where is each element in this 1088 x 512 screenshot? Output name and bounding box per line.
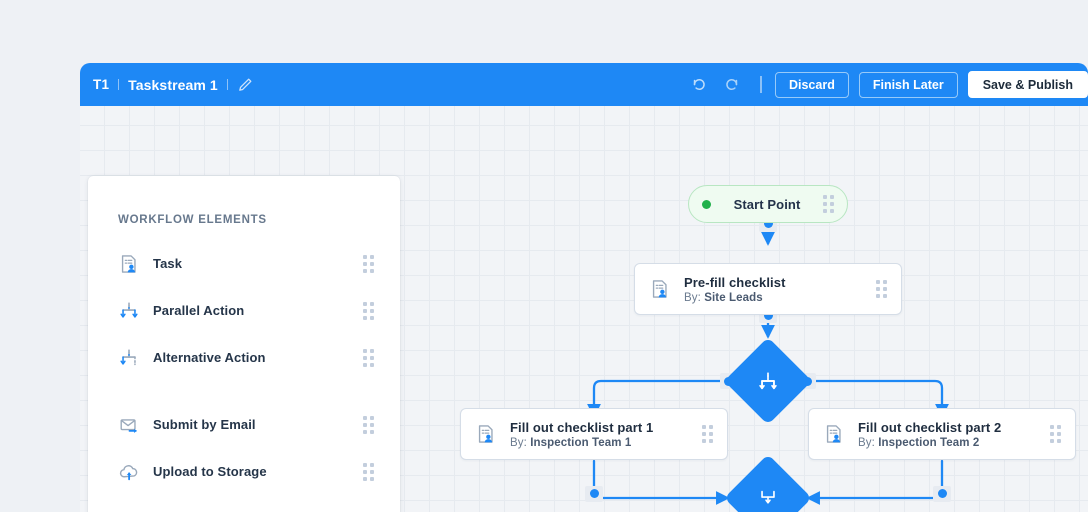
task-text: Pre-fill checklist By: Site Leads: [684, 275, 786, 304]
sidebar-item-label: Upload to Storage: [153, 464, 267, 479]
task-title: Fill out checklist part 1: [510, 419, 654, 435]
task-assignee: By: Inspection Team 1: [510, 437, 653, 449]
port-task-left-out[interactable]: [589, 489, 599, 498]
drag-handle-icon[interactable]: [823, 195, 834, 213]
node-prefill-checklist[interactable]: Pre-fill checklist By: Site Leads: [634, 263, 902, 315]
email-submit-icon: [118, 413, 144, 437]
diamond-shape: [724, 337, 812, 425]
drag-handle-icon[interactable]: [363, 348, 374, 367]
assignee-name: Inspection Team 1: [530, 436, 632, 449]
task-person-icon: [649, 278, 673, 300]
page-title[interactable]: Taskstream 1: [128, 76, 218, 93]
sidebar-item-task[interactable]: Task: [88, 240, 400, 287]
app-header: T1 Taskstream 1: [80, 63, 1088, 106]
node-start-point[interactable]: Start Point: [688, 185, 848, 223]
sidebar-item-label: Submit by Email: [153, 417, 256, 432]
discard-button[interactable]: Discard: [774, 71, 849, 98]
sidebar-item-submit-by-email[interactable]: Submit by Email: [88, 401, 400, 448]
diamond-shape: [724, 454, 812, 512]
workflow-canvas[interactable]: Start Point Pre-fill checklist: [80, 106, 1088, 512]
task-text: Fill out checklist part 2 By: Inspection…: [858, 420, 1001, 449]
task-person-icon: [118, 252, 144, 276]
sidebar-item-parallel-action[interactable]: Parallel Action: [88, 287, 400, 334]
task-person-icon: [475, 423, 499, 445]
drag-handle-icon[interactable]: [363, 254, 374, 273]
breadcrumb: T1 Taskstream 1: [93, 76, 254, 93]
header-actions: Discard Finish Later Save & Publish: [681, 68, 1088, 102]
header-divider: [760, 76, 762, 93]
finish-later-button[interactable]: Finish Later: [858, 71, 958, 98]
node-parallel-split[interactable]: [724, 337, 812, 425]
status-dot-icon: [702, 199, 711, 209]
breadcrumb-divider-2: [226, 79, 228, 90]
task-title: Pre-fill checklist: [684, 274, 786, 290]
parallel-action-icon: [118, 299, 144, 323]
redo-icon[interactable]: [715, 68, 749, 102]
by-prefix: By:: [510, 436, 527, 449]
sidebar-item-alternative-action[interactable]: Alternative Action: [88, 334, 400, 381]
sidebar-item-label: Alternative Action: [153, 350, 266, 365]
save-publish-button[interactable]: Save & Publish: [967, 71, 1088, 98]
undo-icon[interactable]: [681, 68, 715, 102]
drag-handle-icon[interactable]: [876, 280, 887, 298]
drag-handle-icon[interactable]: [363, 415, 374, 434]
port-prefill-out[interactable]: [763, 311, 773, 320]
app-window: T1 Taskstream 1: [80, 63, 1088, 512]
by-prefix: By:: [858, 436, 875, 449]
sidebar-item-label: Task: [153, 256, 183, 271]
sidebar-item-upload-to-storage[interactable]: Upload to Storage: [88, 448, 400, 495]
by-prefix: By:: [684, 291, 701, 304]
task-person-icon: [823, 423, 847, 445]
port-start-out[interactable]: [763, 218, 773, 228]
parallel-split-icon: [757, 370, 779, 392]
node-parallel-merge[interactable]: [724, 454, 812, 512]
alternative-action-icon: [118, 346, 144, 370]
drag-handle-icon[interactable]: [363, 462, 374, 481]
node-task-right[interactable]: Fill out checklist part 2 By: Inspection…: [808, 408, 1076, 460]
port-task-right-out[interactable]: [937, 489, 947, 498]
drag-handle-icon[interactable]: [1050, 425, 1061, 443]
task-title: Fill out checklist part 2: [858, 419, 1002, 435]
parallel-merge-icon: [757, 487, 779, 509]
node-task-left[interactable]: Fill out checklist part 1 By: Inspection…: [460, 408, 728, 460]
start-point-label: Start Point: [733, 196, 801, 212]
drag-handle-icon[interactable]: [363, 301, 374, 320]
task-assignee: By: Inspection Team 2: [858, 437, 1001, 449]
breadcrumb-code[interactable]: T1: [93, 77, 110, 92]
pencil-icon[interactable]: [237, 76, 254, 93]
drag-handle-icon[interactable]: [702, 425, 713, 443]
assignee-name: Site Leads: [704, 291, 763, 304]
sidebar-item-label: Parallel Action: [153, 303, 245, 318]
section-title-workflow-elements: WORKFLOW ELEMENTS: [118, 214, 267, 226]
cloud-upload-icon: [118, 460, 144, 484]
task-text: Fill out checklist part 1 By: Inspection…: [510, 420, 653, 449]
task-assignee: By: Site Leads: [684, 292, 786, 304]
elements-sidebar: WORKFLOW ELEMENTS Task: [88, 176, 400, 512]
assignee-name: Inspection Team 2: [878, 436, 980, 449]
breadcrumb-divider: [118, 79, 120, 90]
flow-nodes: Start Point Pre-fill checklist: [80, 106, 1088, 512]
